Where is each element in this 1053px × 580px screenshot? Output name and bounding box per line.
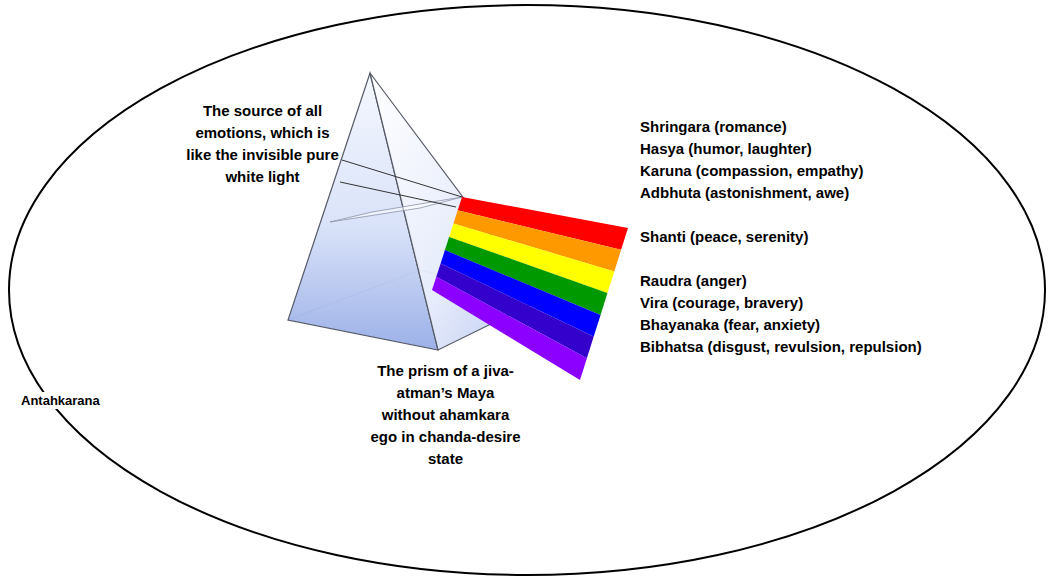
emotion-label: Adbhuta (astonishment, awe) [640, 182, 940, 204]
emotion-label: Bhayanaka (fear, anxiety) [640, 314, 940, 336]
emotion-label: Raudra (anger) [640, 270, 940, 292]
region-label: Antahkarana [18, 392, 103, 409]
emotion-label: Karuna (compassion, empathy) [640, 160, 940, 182]
emotion-label: Hasya (humor, laughter) [640, 138, 940, 160]
light-beam [340, 182, 456, 207]
emotion-label: Shringara (romance) [640, 116, 940, 138]
emotion-label: Vira (courage, bravery) [640, 292, 940, 314]
prism-note: The prism of a jiva-atman’s Maya without… [368, 360, 523, 470]
emotion-label: Bibhatsa (disgust, revulsion, repulsion) [640, 336, 940, 358]
spectrum-band [436, 263, 593, 358]
light-beam [342, 160, 462, 197]
ellipse-outline [9, 5, 1045, 575]
emotion-label: Shanti (peace, serenity) [640, 226, 940, 248]
source-note: The source of all emotions, which is lik… [185, 100, 340, 188]
light-plane [330, 197, 462, 222]
